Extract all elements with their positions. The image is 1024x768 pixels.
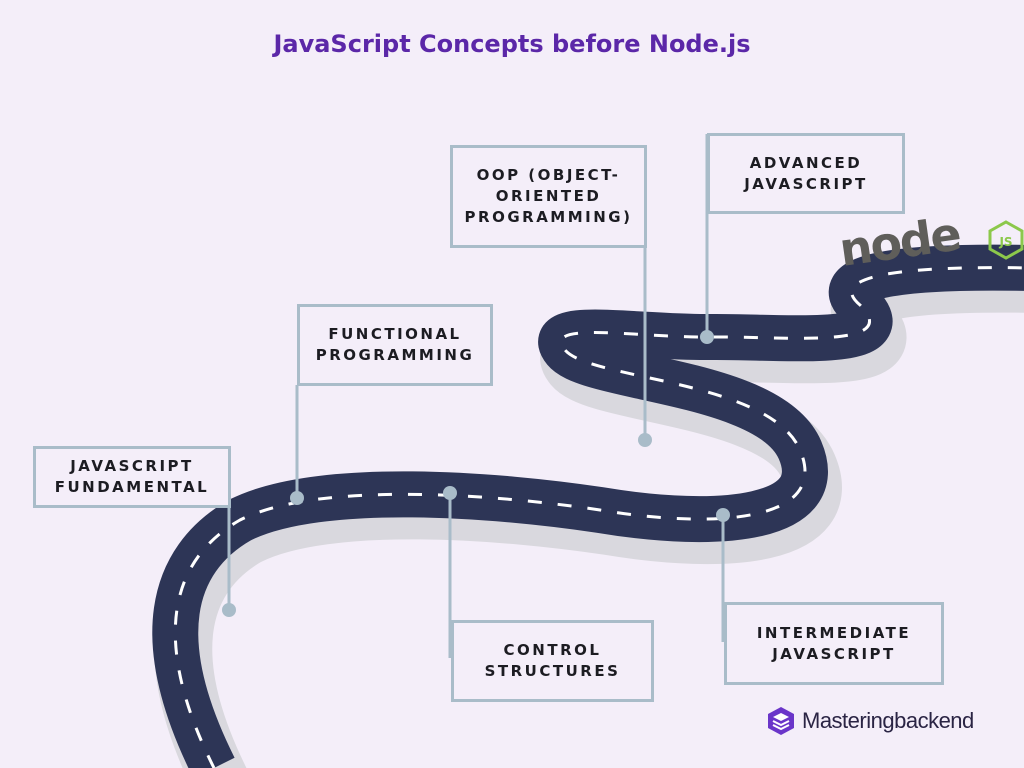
milestone-functional: FUNCTIONAL PROGRAMMING bbox=[297, 304, 493, 386]
dot-advanced bbox=[700, 330, 714, 344]
nodejs-hexagon-icon bbox=[988, 220, 1024, 260]
dot-functional bbox=[290, 491, 304, 505]
brand-logo: Masteringbackend bbox=[766, 704, 974, 738]
milestone-intermediate: INTERMEDIATE JAVASCRIPT bbox=[724, 602, 944, 685]
milestone-oop: OOP (OBJECT- ORIENTED PROGRAMMING) bbox=[450, 145, 647, 248]
milestone-dots bbox=[222, 330, 730, 617]
milestone-control: CONTROL STRUCTURES bbox=[451, 620, 654, 702]
brand-name: Masteringbackend bbox=[802, 708, 974, 733]
page-title: JavaScript Concepts before Node.js bbox=[273, 30, 751, 58]
dot-fundamental bbox=[222, 603, 236, 617]
dot-control bbox=[443, 486, 457, 500]
milestone-fundamental: JAVASCRIPT FUNDAMENTAL bbox=[33, 446, 231, 508]
layers-icon bbox=[768, 707, 794, 735]
milestone-advanced: ADVANCED JAVASCRIPT bbox=[707, 133, 905, 214]
dot-oop bbox=[638, 433, 652, 447]
nodejs-badge: JS bbox=[998, 235, 1012, 249]
dot-intermediate bbox=[716, 508, 730, 522]
